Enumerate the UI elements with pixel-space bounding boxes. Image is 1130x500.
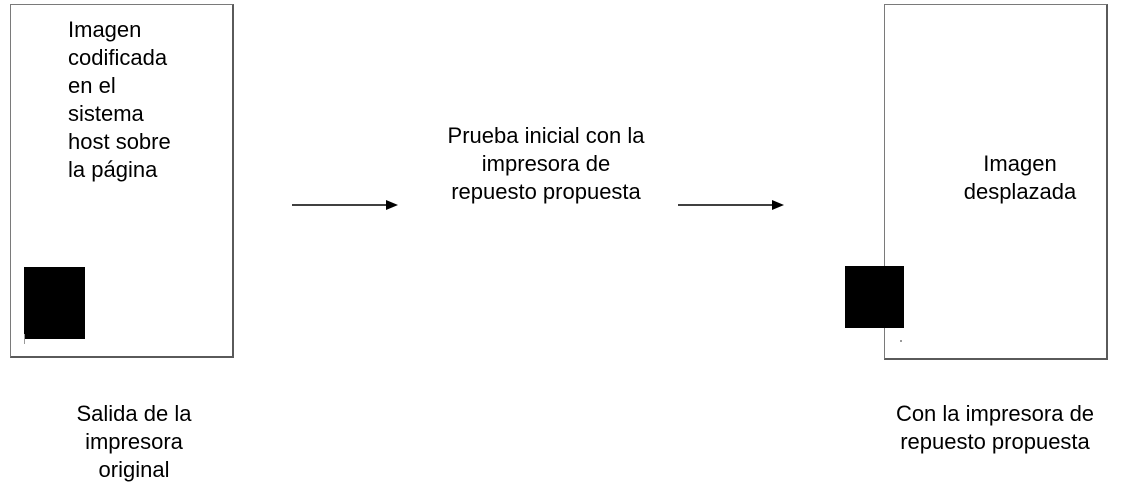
- caption-line: impresora: [85, 429, 183, 454]
- right-page-mark: [900, 340, 902, 342]
- left-page-mark: [24, 334, 25, 344]
- caption-replacement-printer: Con la impresora de repuesto propuesta: [860, 400, 1130, 456]
- caption-original-printer: Salida de la impresora original: [24, 400, 244, 484]
- label-line: repuesto propuesta: [451, 179, 641, 204]
- label-line: Imagen: [68, 17, 142, 42]
- label-line: desplazada: [963, 179, 1077, 204]
- left-black-block: [24, 267, 85, 339]
- initial-test-label: Prueba inicial con la impresora de repue…: [396, 122, 696, 206]
- label-line: en el: [68, 73, 116, 98]
- label-line: Imagen: [983, 151, 1057, 176]
- label-line: codificada: [68, 45, 168, 70]
- replacement-output-page: [884, 4, 1108, 360]
- arrow-right-icon: [678, 200, 784, 210]
- caption-line: repuesto propuesta: [900, 429, 1090, 454]
- encoded-image-label: Imagen codificada en el sistema host sob…: [68, 16, 218, 184]
- shifted-image-label: Imagen desplazada: [930, 150, 1110, 206]
- right-black-block: [845, 266, 904, 328]
- label-line: Prueba inicial con la: [447, 123, 645, 148]
- label-line: sistema: [68, 101, 144, 126]
- caption-line: Salida de la: [76, 401, 192, 426]
- label-line: impresora de: [481, 151, 611, 176]
- label-line: host sobre: [68, 129, 171, 154]
- arrow-right-icon: [292, 200, 398, 210]
- caption-line: Con la impresora de: [895, 401, 1095, 426]
- label-line: la página: [68, 157, 158, 182]
- caption-line: original: [98, 457, 170, 482]
